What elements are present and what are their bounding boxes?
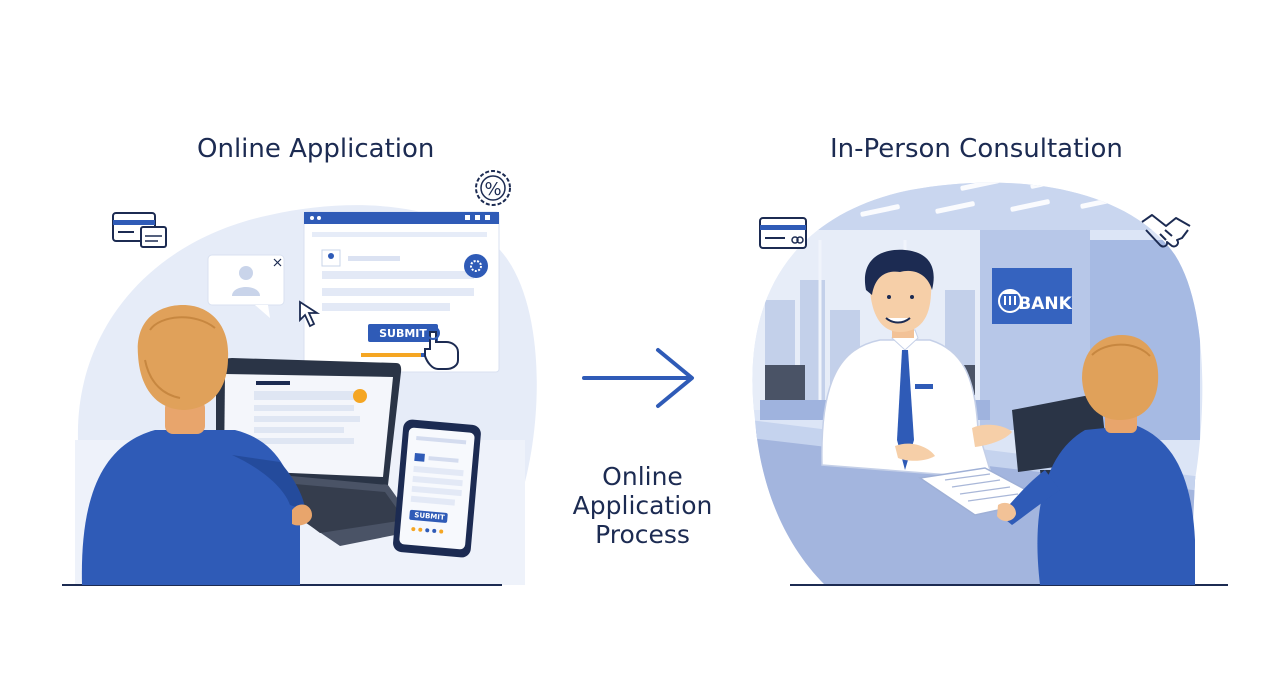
online-application-title: Online Application — [197, 134, 435, 164]
process-label-line-3: Process — [595, 520, 690, 549]
smartphone — [393, 419, 481, 558]
person-back-view — [81, 305, 312, 585]
percent-badge-icon: % — [475, 170, 511, 206]
credit-card-icon — [759, 217, 807, 249]
arrow-right-icon — [582, 348, 694, 408]
pointer-hand-icon — [424, 326, 459, 370]
handshake-icon — [1141, 214, 1191, 248]
online-application-scene: % — [62, 170, 537, 586]
submit-button-label[interactable]: SUBMIT — [379, 327, 427, 340]
online-application-process-label: Online Application Process — [560, 462, 725, 549]
bank-sign-label: BANK — [1018, 294, 1072, 314]
profile-bubble — [207, 254, 285, 318]
submit-button — [368, 324, 438, 342]
browser-window — [303, 211, 500, 373]
cursor-arrow-icon — [299, 300, 321, 328]
bank-building-icon — [998, 289, 1022, 313]
svg-text:%: % — [484, 179, 501, 200]
bank-sign — [992, 268, 1072, 324]
in-person-consultation-title: In-Person Consultation — [830, 134, 1123, 164]
credit-card-icon — [112, 212, 167, 248]
bank-advisor — [821, 249, 1012, 476]
close-icon — [273, 258, 282, 267]
process-label-line-2: Application — [572, 491, 713, 520]
phone-submit-button-label[interactable]: SUBMIT — [414, 511, 445, 522]
in-person-consultation-scene: BANK — [752, 182, 1228, 586]
customer-back-view — [997, 335, 1195, 585]
process-label-line-1: Online — [602, 462, 683, 491]
